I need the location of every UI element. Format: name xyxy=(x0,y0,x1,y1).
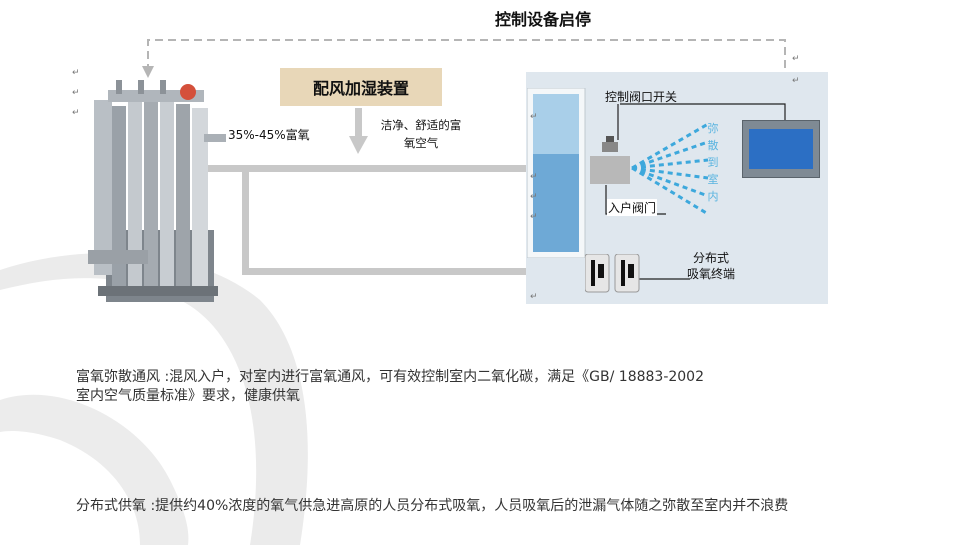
diagram-title: 控制设备启停 xyxy=(495,10,592,29)
inlet-valve-device xyxy=(590,136,630,184)
spread-indoor-text: 弥 散 到 室 内 xyxy=(706,120,720,205)
spread-char: 散 xyxy=(707,139,719,152)
control-panel xyxy=(742,120,820,178)
paragraph-mark: ↵ xyxy=(72,88,80,98)
spread-char: 内 xyxy=(707,190,719,203)
spray-lines xyxy=(631,122,709,216)
paragraph-ventilation-line2: 室内空气质量标准》要求，健康供氧 xyxy=(76,388,300,404)
terminal-label-line1: 分布式 xyxy=(693,251,730,265)
paragraph-mark: ↵ xyxy=(72,108,80,118)
inlet-valve-label: 入户阀门 xyxy=(607,199,658,216)
paragraph-mark: ↵ xyxy=(72,68,80,78)
paragraph-mark: ↵ xyxy=(530,192,538,202)
valve-switch-label: 控制阀口开关 xyxy=(605,90,678,104)
spread-char: 室 xyxy=(707,173,719,186)
paragraph-mark: ↵ xyxy=(792,76,800,86)
air-description: 洁净、舒适的富 氧空气 xyxy=(368,116,474,152)
paragraph-ventilation: 富氧弥散通风 :混风入户，对室内进行富氧通风，可有效控制室内二氧化碳，满足《GB… xyxy=(76,368,896,406)
paragraph-ventilation-line1: 富氧弥散通风 :混风入户，对室内进行富氧通风，可有效控制室内二氧化碳，满足《GB… xyxy=(76,369,705,385)
main-flow-arrow xyxy=(208,165,564,172)
oxygen-terminal-label: 分布式 吸氧终端 xyxy=(687,250,735,282)
paragraph-mark: ↵ xyxy=(530,172,538,182)
air-desc-line1: 洁净、舒适的富 xyxy=(380,118,462,132)
paragraph-distributed-oxygen: 分布式供氧 :提供约40%浓度的氧气供急进高原的人员分布式吸氧，人员吸氧后的泄漏… xyxy=(76,498,789,514)
paragraph-mark: ↵ xyxy=(530,292,538,302)
oxygen-generator-equipment xyxy=(88,80,226,302)
spread-char: 到 xyxy=(707,156,719,169)
branch-flow-line xyxy=(242,172,249,273)
terminal-label-line2: 吸氧终端 xyxy=(687,267,736,281)
panel-screen xyxy=(749,129,813,169)
window xyxy=(527,88,586,258)
air-desc-line2: 氧空气 xyxy=(403,136,439,150)
spread-char: 弥 xyxy=(707,122,719,135)
paragraph-mark: ↵ xyxy=(530,212,538,222)
air-down-arrow xyxy=(355,108,362,138)
paragraph-mark: ↵ xyxy=(530,112,538,122)
oxygen-concentration-label: 35%-45%富氧 xyxy=(228,128,310,142)
paragraph-mark: ↵ xyxy=(792,54,800,64)
air-humidifier-box: 配风加湿装置 xyxy=(280,68,442,106)
control-arrowhead xyxy=(142,66,154,78)
oxygen-terminals xyxy=(585,254,640,293)
